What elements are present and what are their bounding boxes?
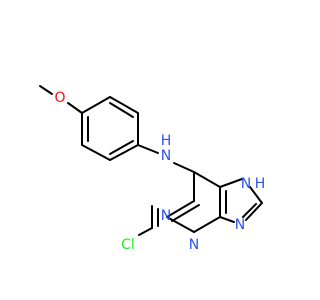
chlorine-atom-label: Cl — [121, 237, 135, 253]
bond-n7-c8 — [249, 186, 263, 204]
purine-n9-label: N — [235, 217, 245, 233]
bond-c8-n9-inner — [242, 203, 257, 218]
bond-benzene-3 — [109, 144, 139, 161]
bond-methyl-o — [39, 85, 53, 95]
molecule-svg: O N H N N N H N Cl — [39, 85, 266, 253]
bond-c5-n1 — [166, 200, 195, 218]
purine-n3-label: N — [189, 237, 199, 253]
bond-benzene-5 — [109, 96, 139, 114]
bond-benzene-3-inner — [109, 140, 134, 155]
bond-aryl-nh — [137, 144, 159, 154]
bond-o-aryl — [67, 102, 83, 114]
bond-nh-c6 — [173, 162, 195, 173]
bond-c6-c5a — [193, 171, 221, 188]
amine-nitrogen-label: N — [161, 148, 171, 164]
amine-hydrogen-label: H — [161, 133, 172, 149]
bond-c2-cl — [138, 227, 153, 236]
bond-c8-n9 — [245, 202, 263, 221]
purine-n7-label: N — [241, 176, 251, 192]
bond-c4-n3 — [193, 216, 221, 233]
bond-n9-c4 — [219, 216, 235, 223]
bond-n3-c2 — [166, 216, 195, 233]
bond-benzene-2 — [81, 144, 111, 161]
oxygen-atom-label: O — [54, 90, 65, 106]
purine-h7-label: H — [255, 176, 266, 192]
bond-c5-n1-inner — [171, 204, 200, 222]
bond-benzene-6 — [81, 96, 111, 114]
molecule-structure-diagram: O N H N N N H N Cl — [39, 85, 266, 253]
bond-benzene-5-inner — [109, 102, 134, 118]
bond-c5a-n7 — [219, 178, 243, 188]
purine-n1-label: N — [161, 208, 171, 224]
